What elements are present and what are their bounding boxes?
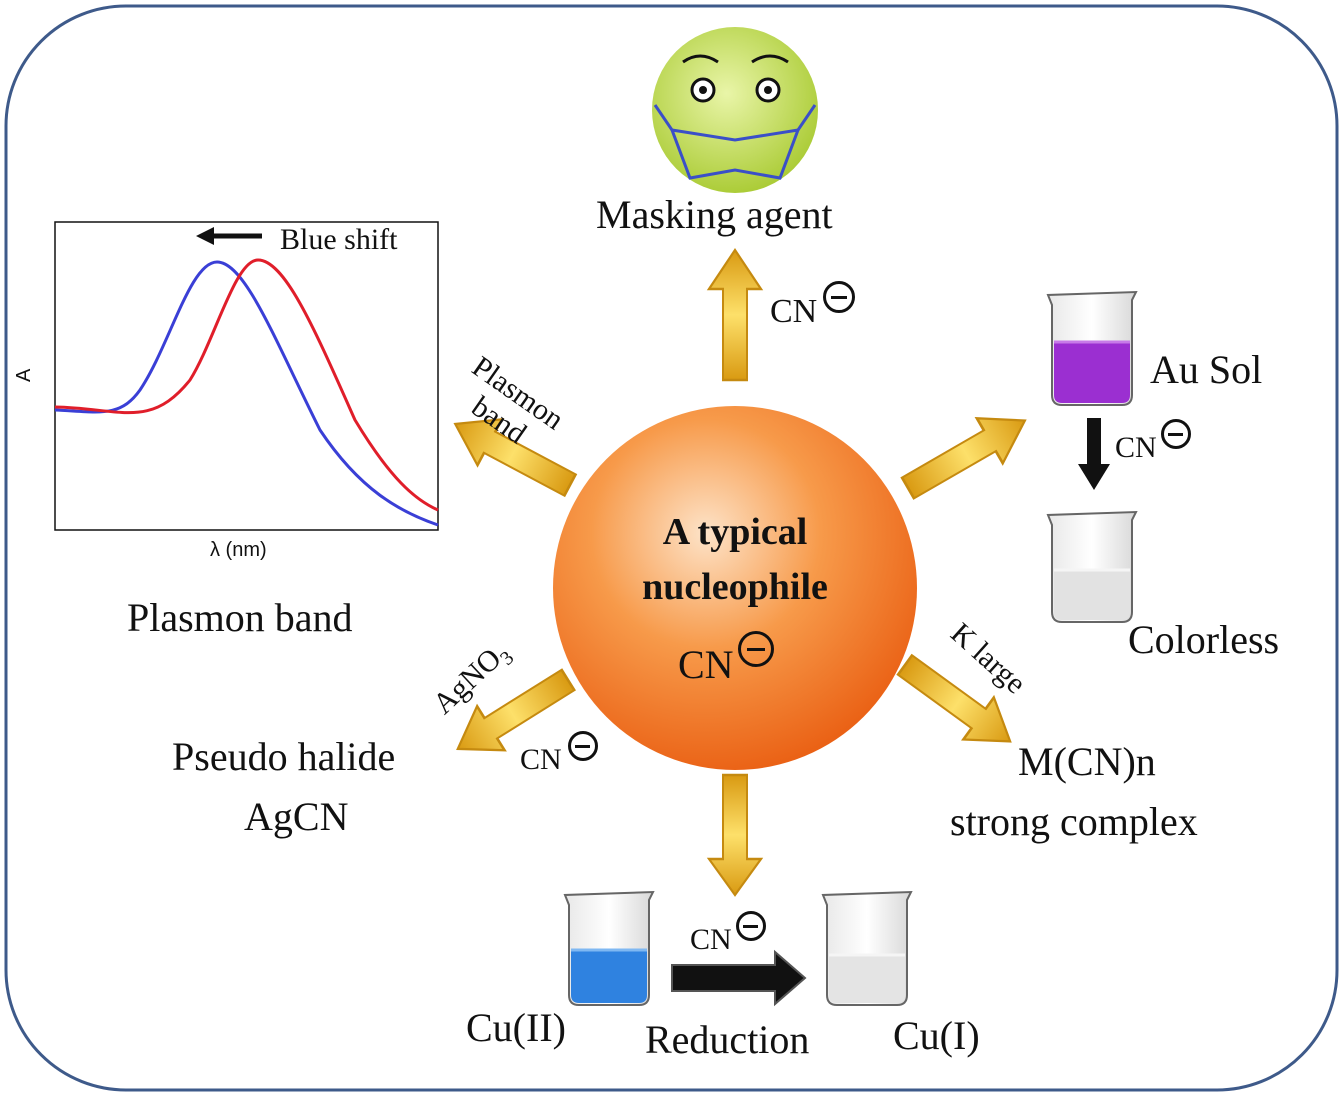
minus-charge-icon — [735, 911, 766, 941]
pseudo-halide-label: Pseudo halide — [172, 734, 396, 779]
minus-charge-icon — [737, 631, 774, 667]
center-title: A typical nucleophile — [560, 505, 910, 615]
cu2-label: Cu(II) — [466, 1005, 566, 1050]
nucleophile-sphere — [553, 406, 917, 770]
au-cn-ion: CN — [1115, 419, 1191, 464]
reduction-label: Reduction — [645, 1017, 810, 1062]
complex-line2: strong complex — [950, 799, 1198, 844]
masked-face-icon — [652, 27, 818, 193]
center-title-line2: nucleophile — [642, 566, 828, 609]
top-cn-ion: CN — [770, 281, 856, 330]
agcn-label: AgCN — [244, 794, 349, 839]
beaker-cu2-icon — [563, 890, 655, 1006]
minus-charge-icon — [1160, 419, 1191, 449]
black-arrow-down-icon — [1078, 418, 1110, 490]
minus-charge-icon — [823, 281, 856, 313]
au-sol-label: Au Sol — [1150, 347, 1263, 392]
au-cn-text: CN — [1115, 431, 1157, 464]
silver-cn-text: CN — [520, 743, 562, 776]
reduction-arrow-icon — [671, 949, 807, 1007]
complex-line1: M(CN)n — [1018, 739, 1156, 784]
top-cn-text: CN — [770, 293, 818, 330]
plasmon-band-caption: Plasmon band — [127, 595, 353, 640]
center-cn-ion: CN — [678, 631, 774, 687]
plasmon-spectrum-plot — [54, 221, 439, 531]
colorless-label: Colorless — [1128, 617, 1280, 662]
masking-agent-label: Masking agent — [596, 192, 833, 237]
center-title-line1: A typical — [662, 511, 808, 553]
silver-cn-ion: CN — [520, 731, 598, 776]
cu1-label: Cu(I) — [893, 1013, 980, 1058]
y-axis-label: A — [13, 368, 35, 382]
beaker-cu1-icon — [821, 890, 913, 1006]
minus-charge-icon — [567, 731, 598, 761]
x-axis-label: λ (nm) — [210, 539, 267, 561]
beaker-au-sol-icon — [1046, 290, 1138, 406]
beaker-colorless-icon — [1046, 510, 1138, 623]
blue-shift-label: Blue shift — [280, 223, 398, 256]
copper-cn-text: CN — [690, 923, 732, 956]
copper-cn-ion: CN — [690, 911, 766, 956]
center-cn-text: CN — [678, 642, 734, 687]
